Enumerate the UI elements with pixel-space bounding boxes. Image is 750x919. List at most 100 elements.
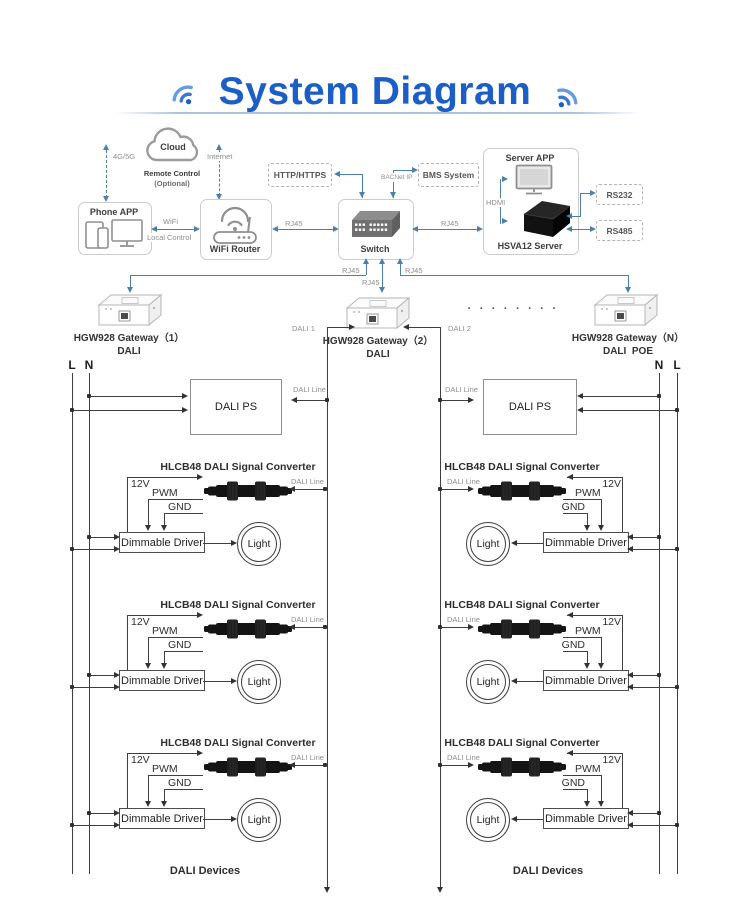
wire: [400, 275, 628, 276]
arrowhead: [566, 226, 572, 232]
wire: [72, 687, 116, 688]
signal-converter-icon: [478, 481, 566, 501]
wire: [393, 170, 413, 171]
wire: [219, 150, 220, 196]
arrowhead: [567, 474, 573, 480]
junction-dot: [657, 394, 661, 398]
wire: [164, 513, 203, 514]
gnd-label: GND: [167, 777, 193, 789]
junction-dot: [87, 673, 91, 677]
bms-system-box: BMS System: [418, 163, 479, 187]
wire: [416, 229, 479, 230]
wire: [72, 549, 116, 550]
arrowhead: [627, 822, 633, 828]
junction-dot: [438, 398, 442, 402]
gateway-icon: [594, 293, 658, 327]
light-outer-ring: [237, 660, 281, 704]
junction-dot: [657, 811, 661, 815]
wire: [517, 681, 543, 682]
rj45-label: RJ45: [404, 266, 424, 275]
arrowhead: [103, 144, 109, 150]
arrowhead: [289, 624, 295, 630]
junction-dot: [323, 763, 327, 767]
arrowhead: [577, 393, 583, 399]
wire: [293, 765, 327, 766]
gatewayN-subtitle: DALI POE: [602, 346, 653, 357]
wire: [72, 825, 116, 826]
arrowhead: [567, 612, 573, 618]
remote-control-label: Remote Control: [143, 169, 201, 178]
arrowhead: [627, 684, 633, 690]
switch-label: Switch: [360, 244, 390, 254]
phone-app-label: Phone APP: [89, 207, 139, 217]
wifi-title-icon-right: [547, 77, 588, 117]
arrowhead: [403, 324, 409, 330]
junction-dot: [87, 394, 91, 398]
light-indicator: Light: [470, 526, 506, 562]
wire: [567, 615, 622, 616]
light-outer-ring: [237, 522, 281, 566]
arrowhead: [468, 397, 474, 403]
arrowhead: [145, 801, 151, 807]
arrowhead: [379, 258, 385, 264]
gateway2-subtitle: DALI: [366, 349, 390, 360]
dimmable-driver-box: Dimmable Driver: [119, 532, 205, 553]
wire: [563, 775, 601, 776]
junction-dot: [325, 398, 329, 402]
arrowhead: [114, 822, 120, 828]
arrowhead: [598, 525, 604, 531]
arrowhead: [502, 218, 508, 224]
wire: [440, 627, 471, 628]
wire: [127, 753, 128, 808]
arrowhead: [103, 196, 109, 202]
arrowhead: [584, 801, 590, 807]
wifi-router-label: WiFi Router: [209, 244, 261, 254]
wire: [563, 789, 587, 790]
junction-dot: [438, 487, 442, 491]
wire: [581, 410, 677, 411]
arrowhead: [511, 540, 517, 546]
arrowhead: [397, 258, 403, 264]
dali-ps-box: DALI PS: [190, 379, 282, 435]
dimmable-driver-box: Dimmable Driver: [119, 670, 205, 691]
light-outer-ring: [466, 798, 510, 842]
light-indicator: Light: [241, 664, 277, 700]
arrowhead: [590, 226, 596, 232]
wire: [89, 396, 184, 397]
arrowhead: [182, 393, 188, 399]
title-underline: [115, 112, 640, 114]
arrowhead: [194, 226, 200, 232]
wire: [631, 813, 658, 814]
arrowhead: [114, 684, 120, 690]
12v-label: 12V: [130, 754, 151, 766]
gateway2-title: HGW928 Gateway（2）: [322, 336, 434, 347]
junction-dot: [323, 487, 327, 491]
wire: [601, 499, 602, 526]
light-outer-ring: [237, 798, 281, 842]
junction-dot: [70, 547, 74, 551]
arrowhead: [197, 612, 203, 618]
arrowhead: [145, 663, 151, 669]
dali-bus-1: [327, 327, 328, 888]
wire: [203, 543, 232, 544]
dali-converter-module-right: HLCB48 DALI Signal Converter DALI Line 1…: [420, 737, 700, 855]
wire: [164, 513, 165, 526]
arrowhead: [333, 226, 339, 232]
junction-dot: [675, 408, 679, 412]
dali-converter-module-right: HLCB48 DALI Signal Converter DALI Line 1…: [420, 599, 700, 717]
dali-converter-module-right: HLCB48 DALI Signal Converter DALI Line 1…: [420, 461, 700, 579]
wire: [148, 775, 203, 776]
mains-n-label: N: [654, 358, 664, 372]
wire: [580, 193, 581, 216]
junction-dot: [87, 811, 91, 815]
arrowhead: [577, 407, 583, 413]
dali-converter-module-left: HLCB48 DALI Signal Converter DALI Line 1…: [60, 599, 340, 717]
dali-devices-label: DALI Devices: [512, 865, 584, 877]
pwm-label: PWM: [151, 625, 179, 637]
rj45-label: RJ45: [341, 266, 361, 275]
arrowhead: [151, 226, 157, 232]
phone-devices-icon: [85, 219, 143, 249]
dali-devices-label: DALI Devices: [169, 865, 241, 877]
gnd-label: GND: [559, 778, 586, 789]
light-indicator: Light: [470, 664, 506, 700]
